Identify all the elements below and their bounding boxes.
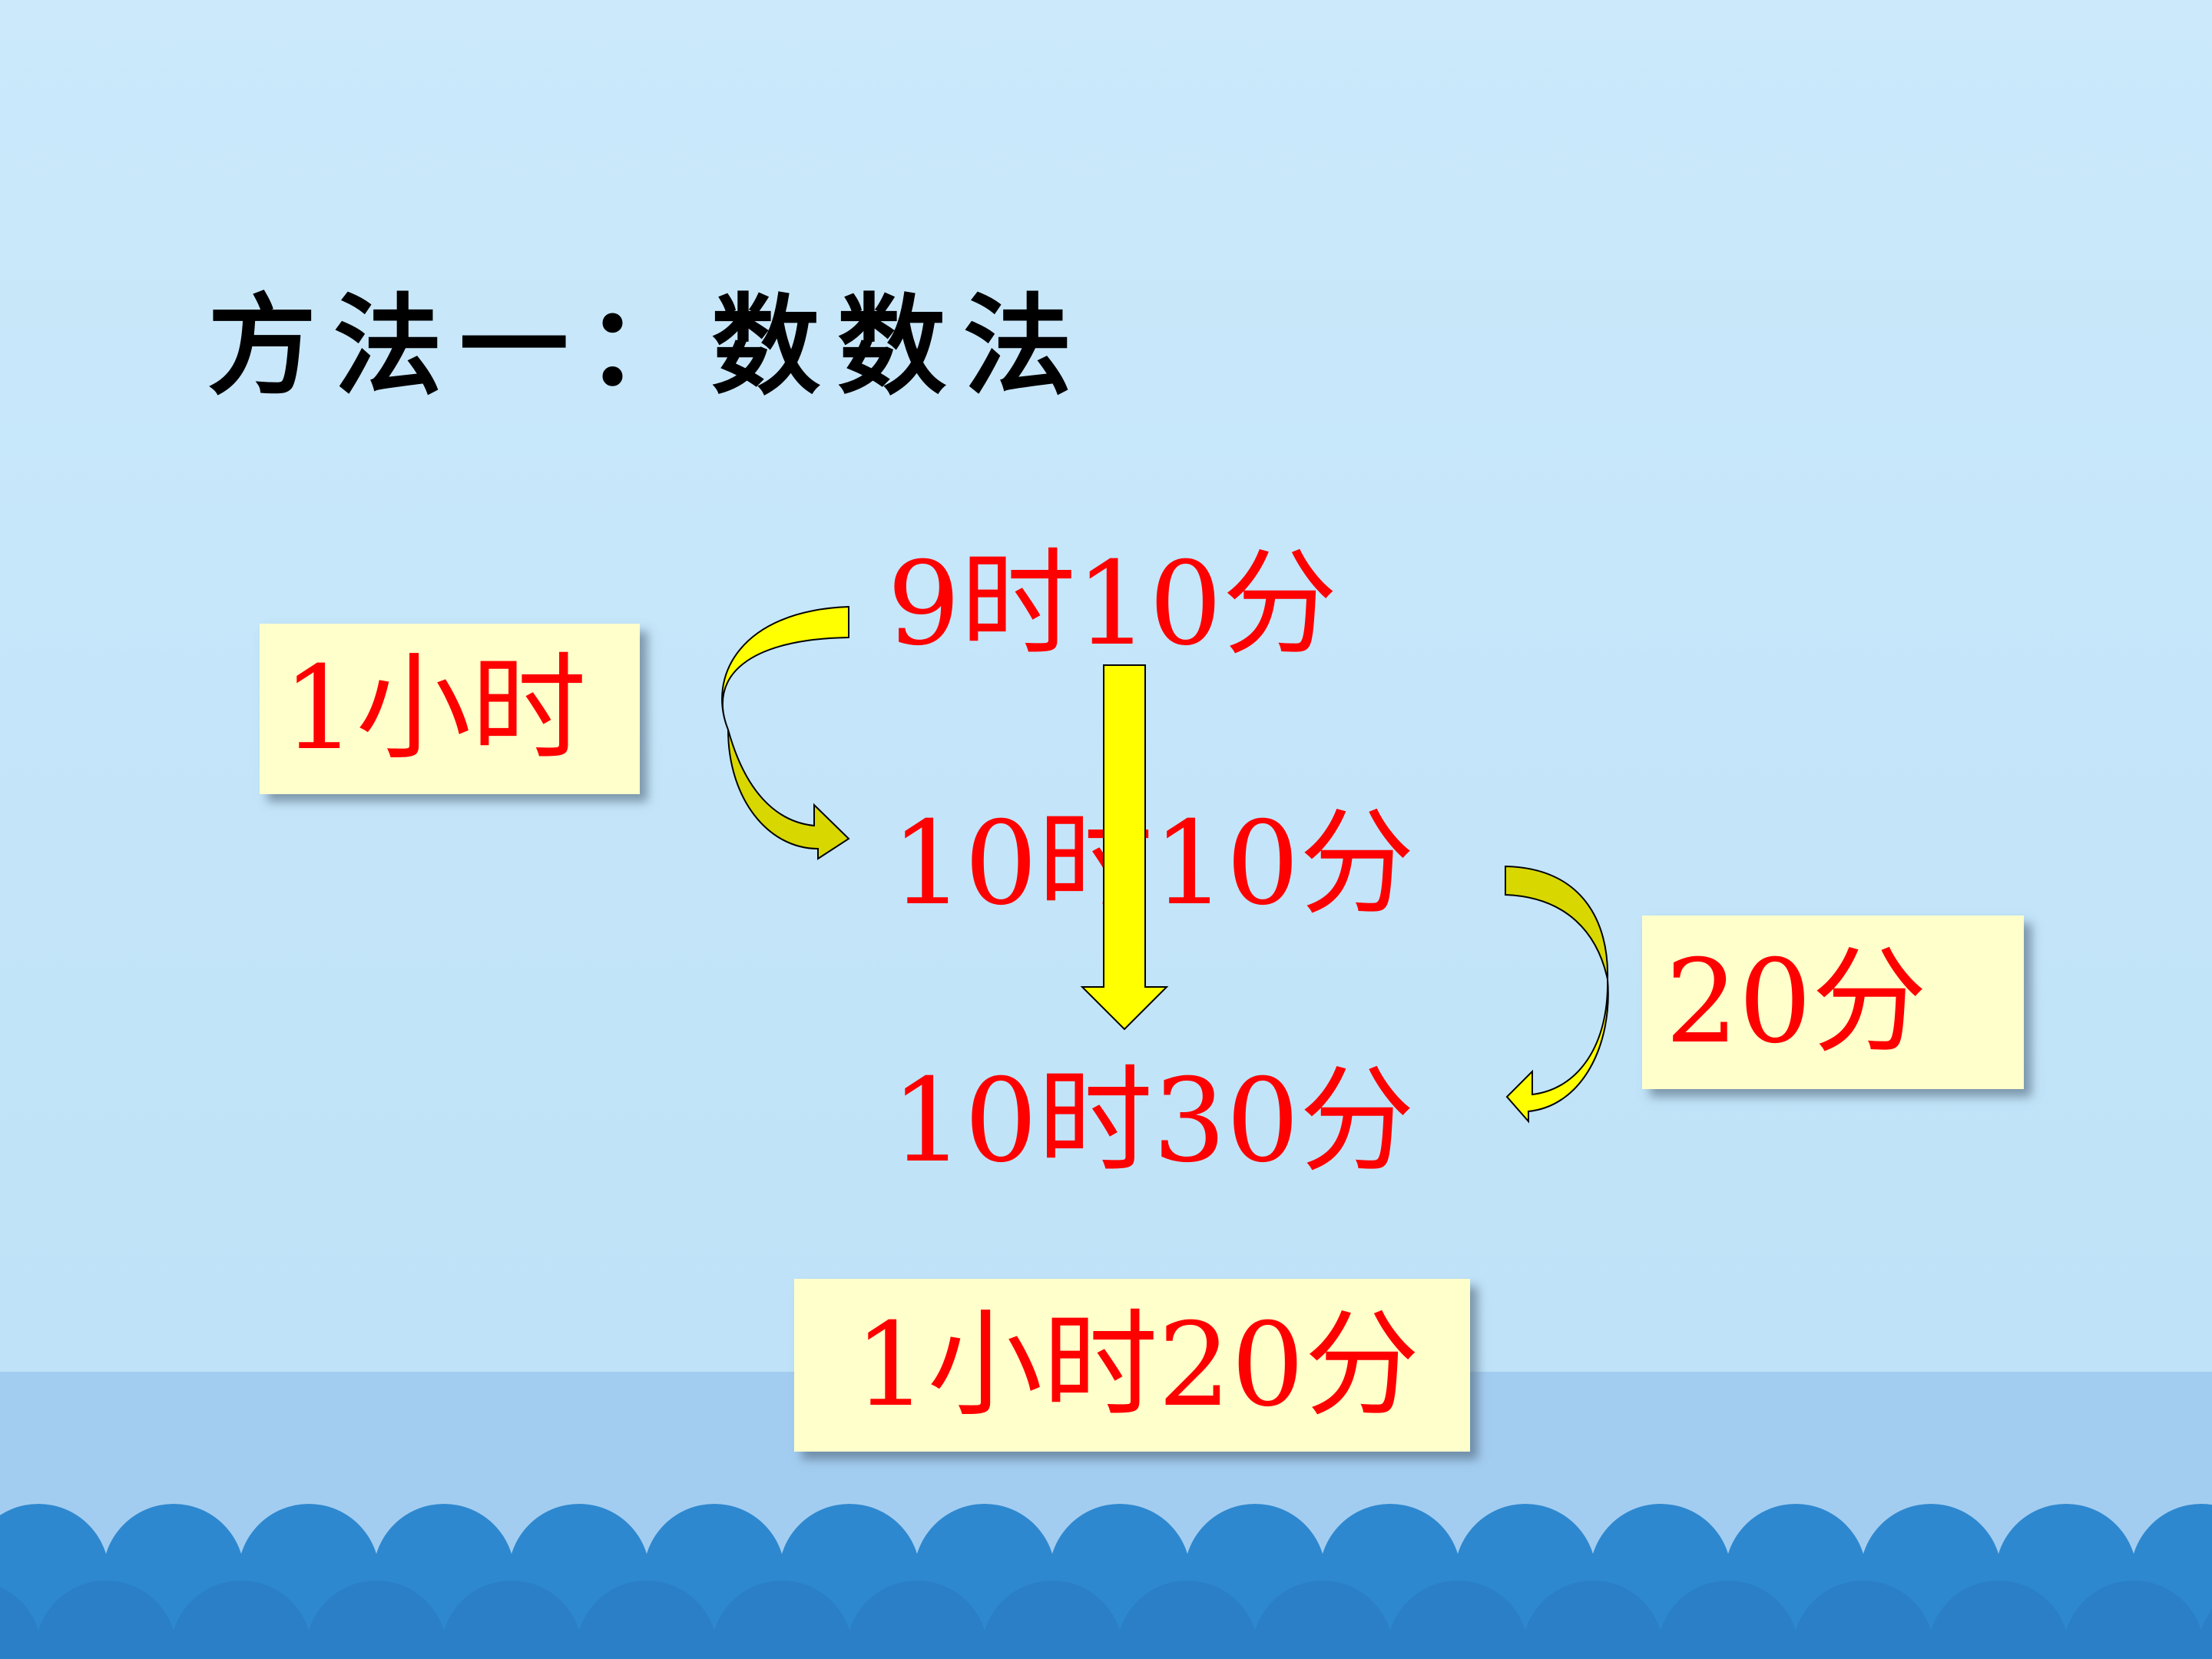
wave-scallop xyxy=(711,1581,853,1659)
wave-scallop xyxy=(306,1581,447,1659)
wave-scallop xyxy=(1793,1581,1934,1659)
down-arrow-icon xyxy=(1080,664,1169,1031)
wave-scallop xyxy=(35,1581,177,1659)
wave-scallop xyxy=(576,1581,717,1659)
curved-arrow-right-icon xyxy=(1505,865,1609,1124)
wave-scallop xyxy=(1387,1581,1528,1659)
result-label: 1小时20分 xyxy=(854,1298,1420,1432)
curved-arrow-left-icon xyxy=(721,605,850,860)
wave-scallop xyxy=(1928,1581,2069,1659)
page-title: 方法一：数数法 xyxy=(207,283,1089,410)
end-time: 10时30分 xyxy=(891,1055,1415,1188)
wave-scallop xyxy=(2063,1581,2204,1659)
wave-scallop xyxy=(0,1587,41,1659)
wave-scallop xyxy=(441,1581,582,1659)
middle-time: 10时10分 xyxy=(891,797,1415,931)
hours-step-box: 1小时 xyxy=(260,624,640,794)
start-time: 9时10分 xyxy=(887,538,1338,671)
wave-scallop xyxy=(1657,1581,1799,1659)
wave-scallop xyxy=(2198,1609,2212,1659)
wave-scallop xyxy=(1252,1581,1393,1659)
result-box: 1小时20分 xyxy=(794,1279,1470,1452)
wave-scallop xyxy=(1117,1581,1258,1659)
wave-scallop xyxy=(1522,1581,1664,1659)
wave-scallop xyxy=(846,1581,988,1659)
wave-scallop xyxy=(171,1581,312,1659)
minutes-step-label: 20分 xyxy=(1665,935,1927,1069)
minutes-step-box: 20分 xyxy=(1642,916,2024,1089)
hours-step-label: 1小时 xyxy=(283,642,587,776)
wave-scallop xyxy=(982,1581,1123,1659)
